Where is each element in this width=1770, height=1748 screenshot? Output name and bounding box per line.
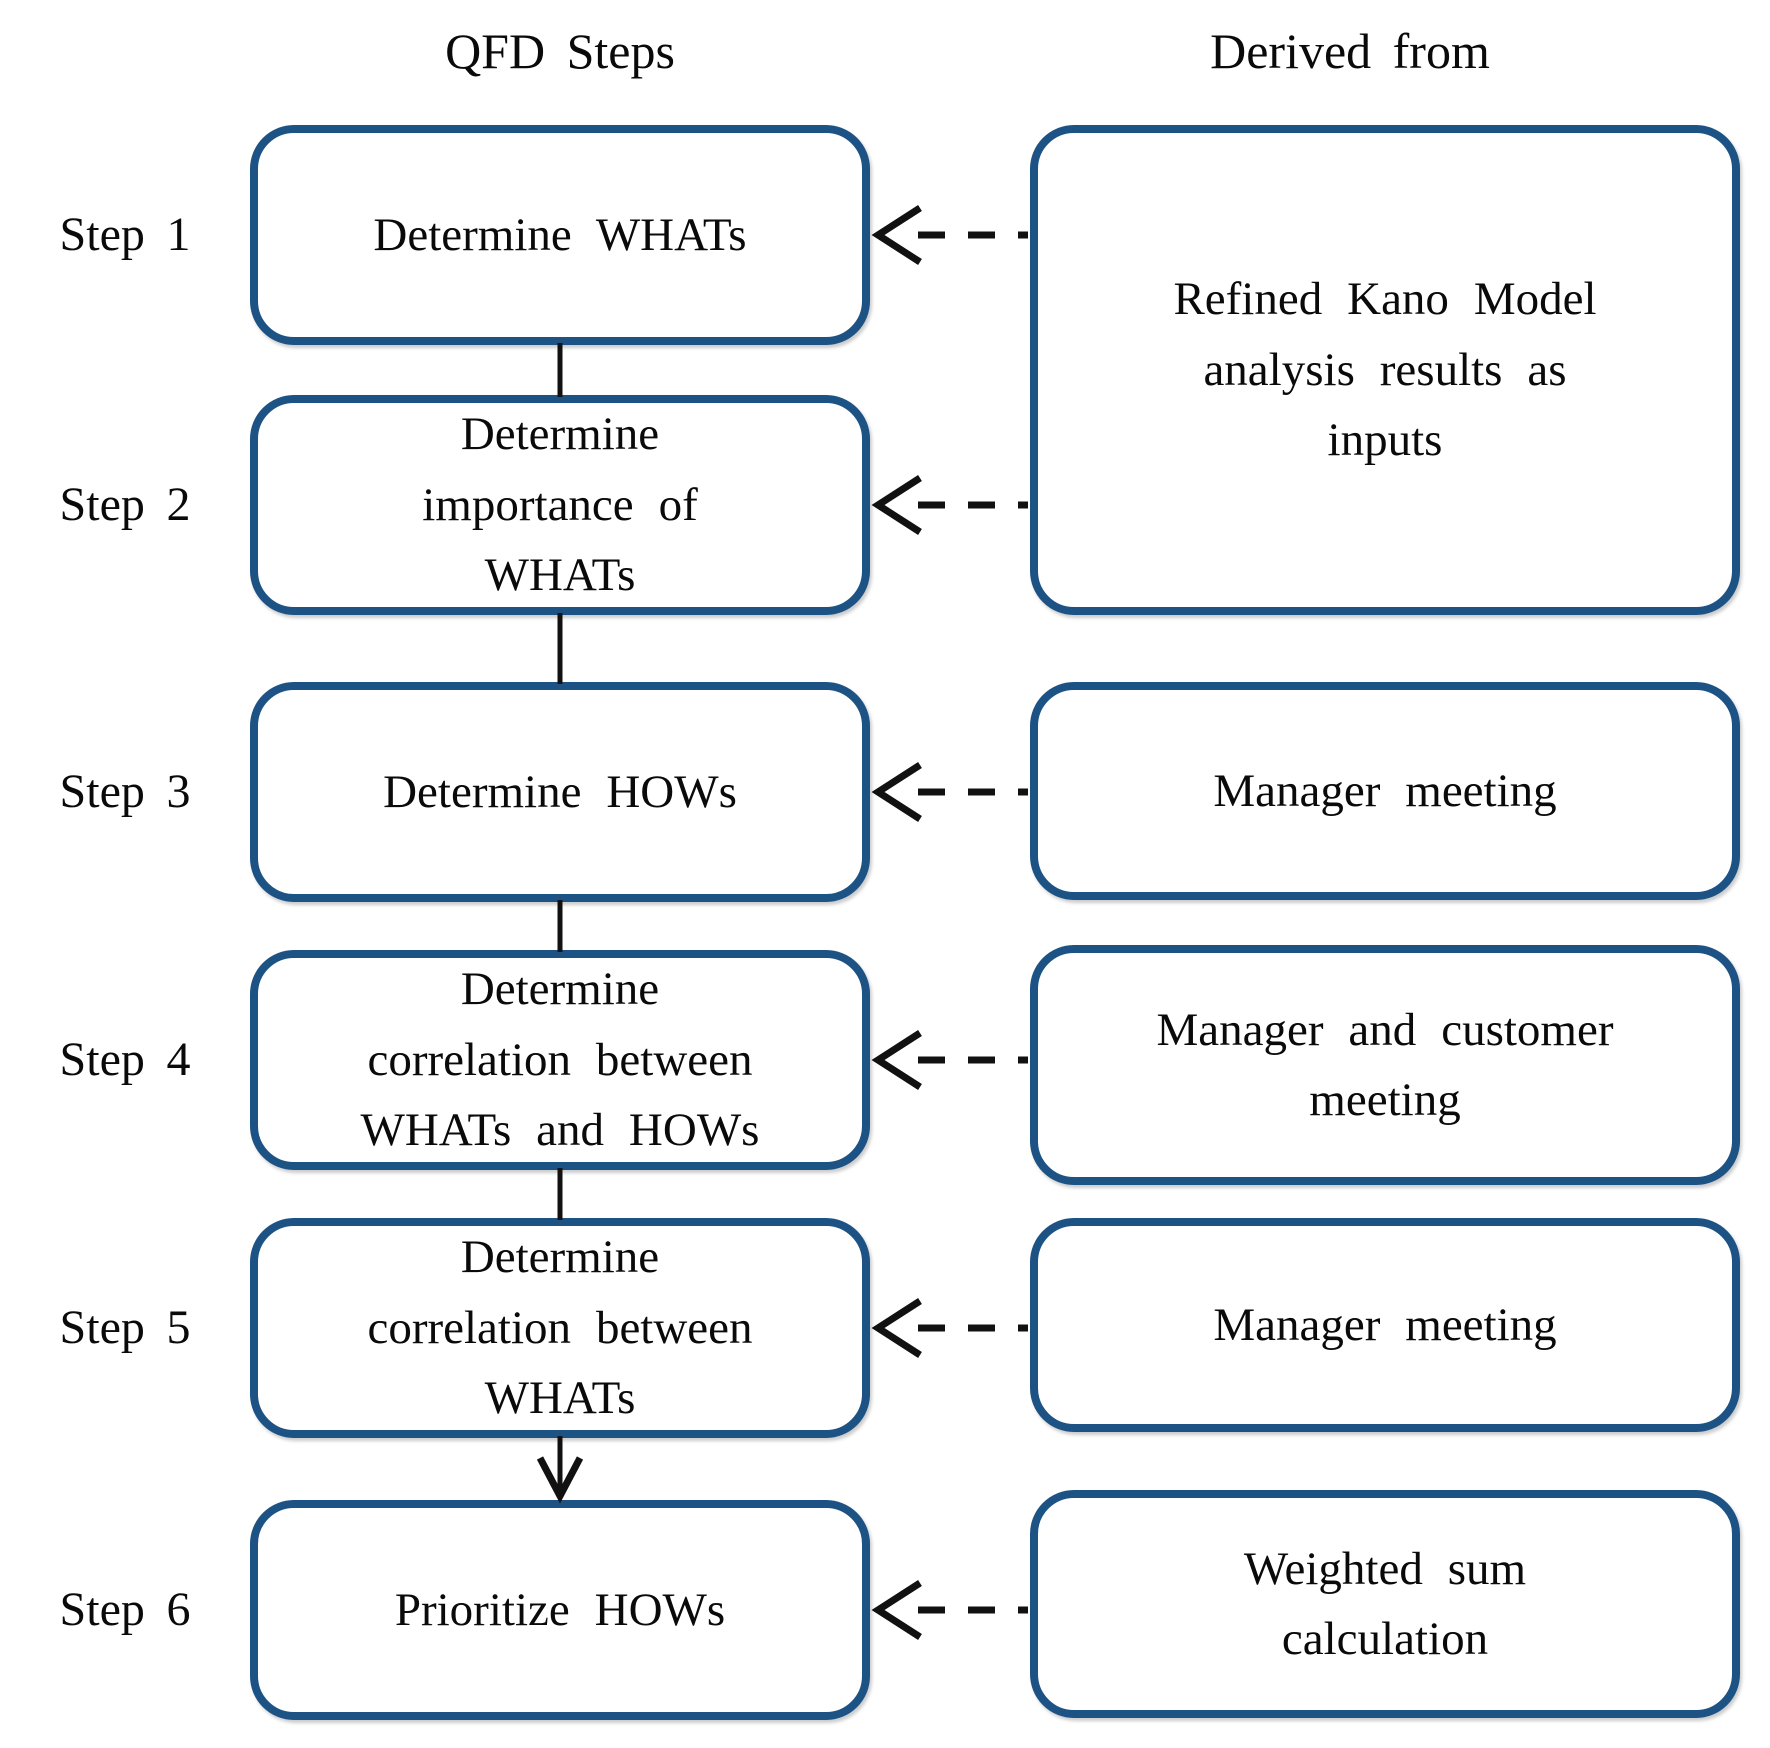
step-5-box: Determine correlation between WHATs bbox=[250, 1218, 870, 1438]
source-manager-meeting-2-text: Manager meeting bbox=[1213, 1298, 1557, 1351]
dashed-arrow-step4-head-icon bbox=[871, 1030, 922, 1090]
source-kano-text: Refined Kano Model analysis results as i… bbox=[1173, 273, 1597, 467]
dashed-arrow-step6-head-icon bbox=[871, 1580, 922, 1640]
column-header-derived-from: Derived from bbox=[1210, 23, 1490, 79]
dashed-arrow-step1-head-icon bbox=[871, 205, 922, 265]
source-manager-meeting-1-box: Manager meeting bbox=[1030, 682, 1740, 900]
step-2-label: Step 2 bbox=[59, 478, 191, 531]
step-3-label: Step 3 bbox=[59, 765, 191, 818]
source-weighted-sum-box: Weighted sum calculation bbox=[1030, 1490, 1740, 1718]
source-kano-box: Refined Kano Model analysis results as i… bbox=[1030, 125, 1740, 615]
step-2-title: Determine importance of WHATs bbox=[422, 408, 698, 602]
step-1-title: Determine WHATs bbox=[373, 208, 747, 261]
dashed-arrow-step2-head-icon bbox=[871, 475, 922, 535]
step-4-box: Determine correlation between WHATs and … bbox=[250, 950, 870, 1170]
step-6-title: Prioritize HOWs bbox=[394, 1583, 726, 1636]
step-1-label: Step 1 bbox=[59, 208, 191, 261]
column-header-qfd-steps: QFD Steps bbox=[445, 23, 675, 79]
down-arrowhead-icon bbox=[536, 1456, 584, 1504]
step-4-title: Determine correlation between WHATs and … bbox=[360, 963, 760, 1157]
step-1-box: Determine WHATs bbox=[250, 125, 870, 345]
step-4-label: Step 4 bbox=[59, 1033, 191, 1086]
step-2-box: Determine importance of WHATs bbox=[250, 395, 870, 615]
source-manager-meeting-1-text: Manager meeting bbox=[1213, 764, 1557, 817]
step-3-box: Determine HOWs bbox=[250, 682, 870, 902]
source-manager-customer-box: Manager and customer meeting bbox=[1030, 945, 1740, 1185]
source-manager-customer-text: Manager and customer meeting bbox=[1156, 1003, 1614, 1127]
step-3-title: Determine HOWs bbox=[383, 765, 737, 818]
step-6-box: Prioritize HOWs bbox=[250, 1500, 870, 1720]
step-5-title: Determine correlation between WHATs bbox=[367, 1231, 753, 1425]
dashed-arrow-step3-head-icon bbox=[871, 762, 922, 822]
source-weighted-sum-text: Weighted sum calculation bbox=[1243, 1542, 1527, 1666]
step-6-label: Step 6 bbox=[59, 1583, 191, 1636]
source-manager-meeting-2-box: Manager meeting bbox=[1030, 1218, 1740, 1432]
dashed-arrow-step5-head-icon bbox=[871, 1298, 922, 1358]
step-5-label: Step 5 bbox=[59, 1301, 191, 1354]
